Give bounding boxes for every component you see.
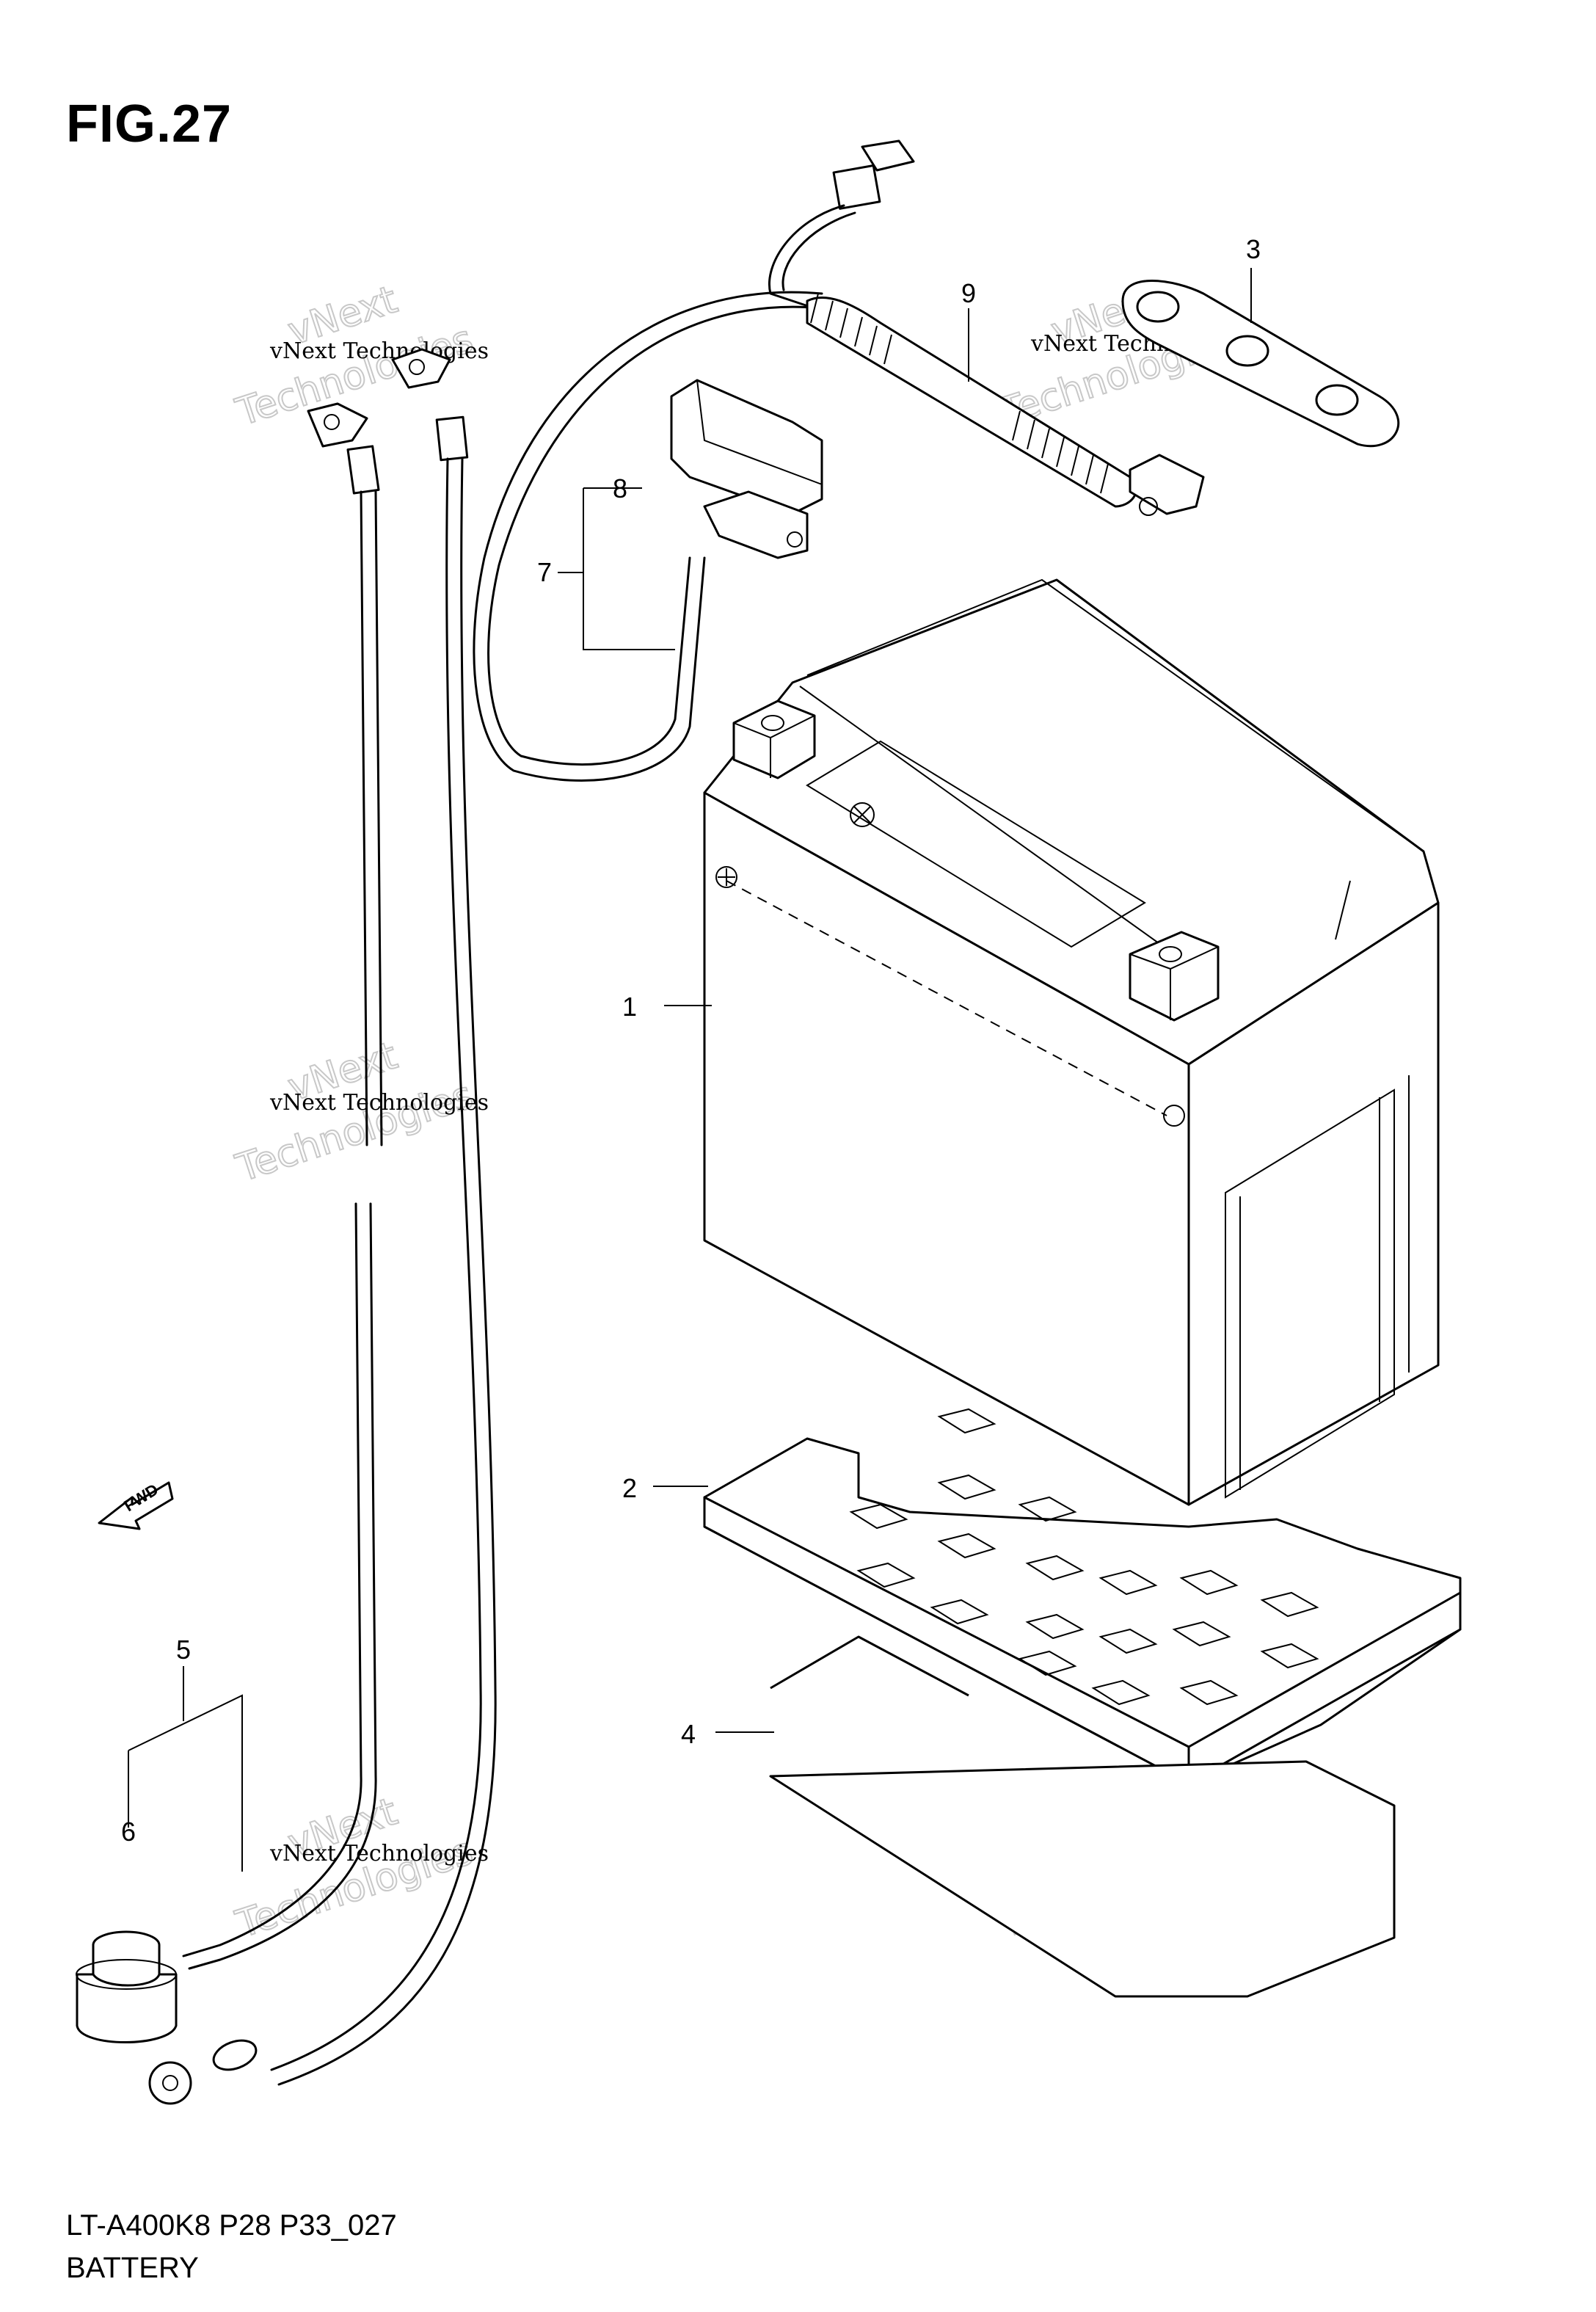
section-name: BATTERY (66, 2252, 199, 2284)
terminal-cap (76, 1930, 178, 2043)
battery-tray (703, 1408, 1462, 1785)
callout-6: 6 (121, 1817, 136, 1847)
battery-sheet (769, 1635, 1396, 1998)
callout-5: 5 (176, 1635, 191, 1665)
negative-lead-wire (182, 402, 383, 1970)
callout-8: 8 (613, 473, 627, 504)
callout-1: 1 (622, 992, 637, 1022)
watermark-small-text: vNext Technologies (269, 1090, 489, 1116)
callout-9: 9 (961, 278, 976, 308)
watermark-top-left: Technologies vNext vNext Technologies (230, 277, 489, 435)
watermark-mid-left: Technologies vNext vNext Technologies (230, 1033, 489, 1191)
callout-labels: 1 2 3 4 5 6 7 8 9 (121, 234, 1261, 1847)
leader-7b (558, 487, 642, 573)
battery (703, 578, 1440, 1506)
watermark-small-text: vNext Technologies (269, 1841, 489, 1866)
forward-direction-arrow: FWD (98, 1480, 174, 1530)
coil-spring (810, 293, 1109, 494)
callout-2: 2 (622, 1473, 637, 1503)
fuse-holder-assembly (473, 291, 823, 782)
leader-7 (583, 488, 675, 650)
leader-lines (128, 268, 1252, 1872)
model-code: LT-A400K8 P28 P33_027 (66, 2209, 397, 2242)
watermark-bottom-left: Technologies vNext vNext Technologies (230, 1789, 489, 1947)
callout-7: 7 (537, 557, 552, 587)
tray-slots (849, 1408, 1319, 1706)
leader-5-6 (128, 1666, 243, 1872)
battery-band (1121, 280, 1400, 448)
callout-3: 3 (1246, 234, 1261, 264)
lead-wire-2 (148, 348, 497, 2105)
figure-title: FIG.27 (66, 95, 233, 153)
watermark-small-text: vNext Technologies (269, 338, 489, 364)
callout-4: 4 (681, 1719, 696, 1749)
coupler-cable (768, 139, 1205, 516)
